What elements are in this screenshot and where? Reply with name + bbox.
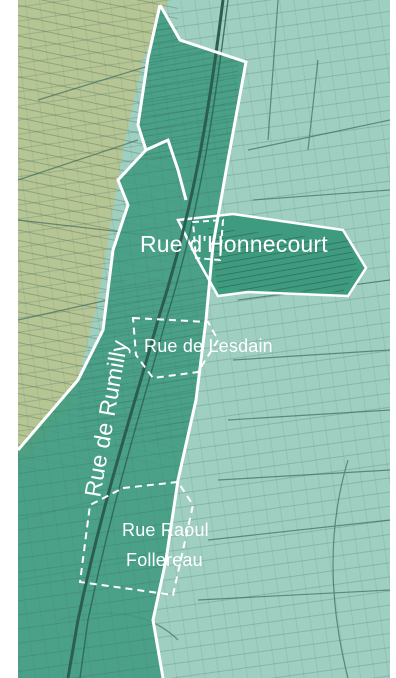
label-rue-lesdain: Rue de Lesdain xyxy=(144,336,273,356)
map-svg: Rue d'Honnecourt Rue de Lesdain Rue de R… xyxy=(18,0,390,678)
zone-outline xyxy=(18,4,248,678)
parcel-lines xyxy=(18,0,390,678)
label-rue-honnecourt: Rue d'Honnecourt xyxy=(140,231,328,257)
lesdain-dashed-area xyxy=(131,316,220,380)
street-edge xyxy=(79,0,229,678)
label-rue-raoul: Rue Raoul xyxy=(122,520,209,540)
raoul-follereau-dashed-area xyxy=(78,480,195,597)
cadastral-map: Rue d'Honnecourt Rue de Lesdain Rue de R… xyxy=(18,0,390,678)
zone-outline-notch xyxy=(145,137,188,201)
honnecourt-hatching xyxy=(208,228,358,292)
small-dashed-area xyxy=(191,218,225,262)
label-follereau: Follereau xyxy=(126,550,203,570)
